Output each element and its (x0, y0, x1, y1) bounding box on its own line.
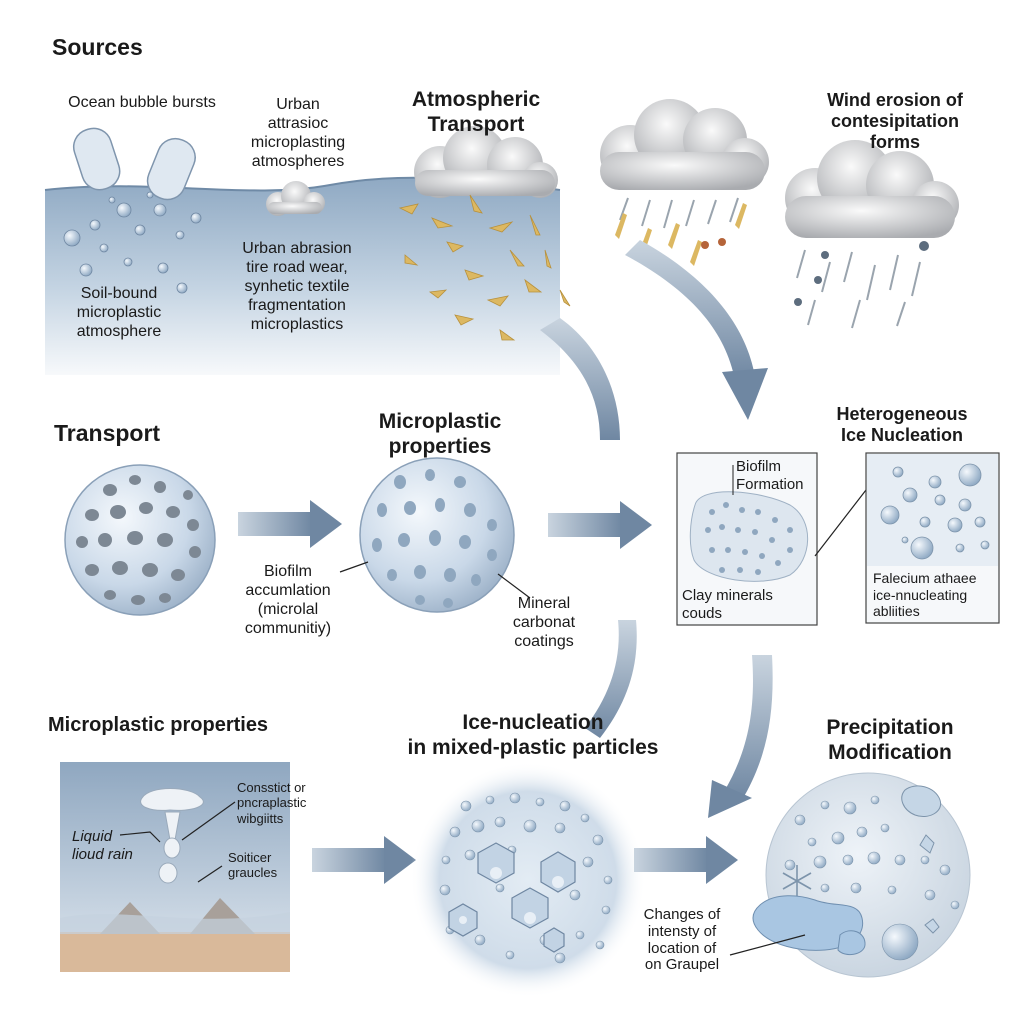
biofilm-formation-box (676, 452, 818, 626)
flow-arrow-1 (238, 500, 342, 548)
heading-sources: Sources (52, 34, 143, 60)
heading-wind-erosion: Wind erosion of contesipitation forms (827, 90, 963, 153)
transport-cloud-icon (414, 126, 558, 198)
heading-atmospheric-transport: Atmospheric Transport (411, 88, 541, 136)
curved-arrow-to-nucleation (585, 620, 637, 738)
label-urban-abrasion: Urban abrasion tire road wear, synhetic … (242, 240, 352, 333)
rain-cloud-icon (785, 140, 959, 329)
label-biofilm-formation: Biofilm Formation (736, 458, 804, 493)
plastic-fragments (398, 194, 571, 341)
curved-arrow-to-precipitation (708, 655, 773, 818)
leader-changes (729, 934, 806, 956)
biofilm-coated-sphere (359, 457, 515, 613)
label-ocean-bubble: Ocean bubble bursts (68, 94, 216, 111)
leader-mineral (497, 573, 531, 599)
sea-bubbles (63, 191, 202, 294)
heading-precipitation-modification: Precipitation Modification (826, 716, 954, 764)
heading-microplastic-properties-low: Microplastic properties (48, 714, 269, 736)
bubble-tube-icon (72, 127, 196, 201)
heading-transport: Transport (54, 420, 161, 446)
snowflake-icon (782, 865, 812, 897)
connector-boxes (814, 489, 867, 557)
curved-arrow-nucleation (625, 240, 768, 420)
label-clay-minerals: Clay minerals couds (682, 587, 773, 622)
heading-ice-nucleation-mixed: Ice-nucleation in mixed-plastic particle… (407, 711, 659, 759)
leader-constrict (181, 801, 236, 841)
leader-solid (197, 865, 223, 883)
leader-liquid (119, 831, 161, 843)
label-mineral-coatings: Mineral carbonat coatings (512, 595, 576, 650)
flow-arrow-3 (312, 836, 416, 884)
label-constrict: Consstict or pncraplastic wibgiitts (237, 780, 307, 826)
flow-arrow-4 (634, 836, 738, 884)
precipitation-disc (752, 772, 971, 978)
heading-heterogeneous-ice-nucleation: Heterogeneous Ice Nucleation (836, 404, 968, 446)
label-liquid-rain: Liquid lioud rain (72, 828, 133, 863)
heading-microplastic-properties-mid: Microplastic properties (378, 410, 502, 458)
label-changes-graupel: Changes of intensty of location of on Gr… (643, 906, 721, 974)
label-ice-nucleating-factors: Falecium athaee ice-nnucleating abliitie… (873, 570, 977, 620)
ice-nucleating-box (865, 452, 1000, 624)
flow-arrow-2 (548, 501, 652, 549)
label-solid-graucles: Soiticer graucles (228, 850, 278, 881)
leader-biofilm (339, 561, 369, 573)
label-urban-top: Urban attrasioc microplasting atmosphere… (250, 96, 346, 170)
label-biofilm-accumulation: Biofilm accumlation (microlal communitiy… (244, 563, 332, 637)
curved-arrow-transport (540, 318, 620, 440)
storm-cloud-icon (600, 99, 769, 266)
mixed-plastic-cloud-glow (410, 762, 646, 998)
cloud-layer-panel (60, 762, 290, 972)
small-cloud-icon (266, 181, 325, 216)
porous-microplastic-sphere (64, 464, 216, 616)
label-soil-bound: Soil-bound microplastic atmosphere (76, 285, 162, 340)
